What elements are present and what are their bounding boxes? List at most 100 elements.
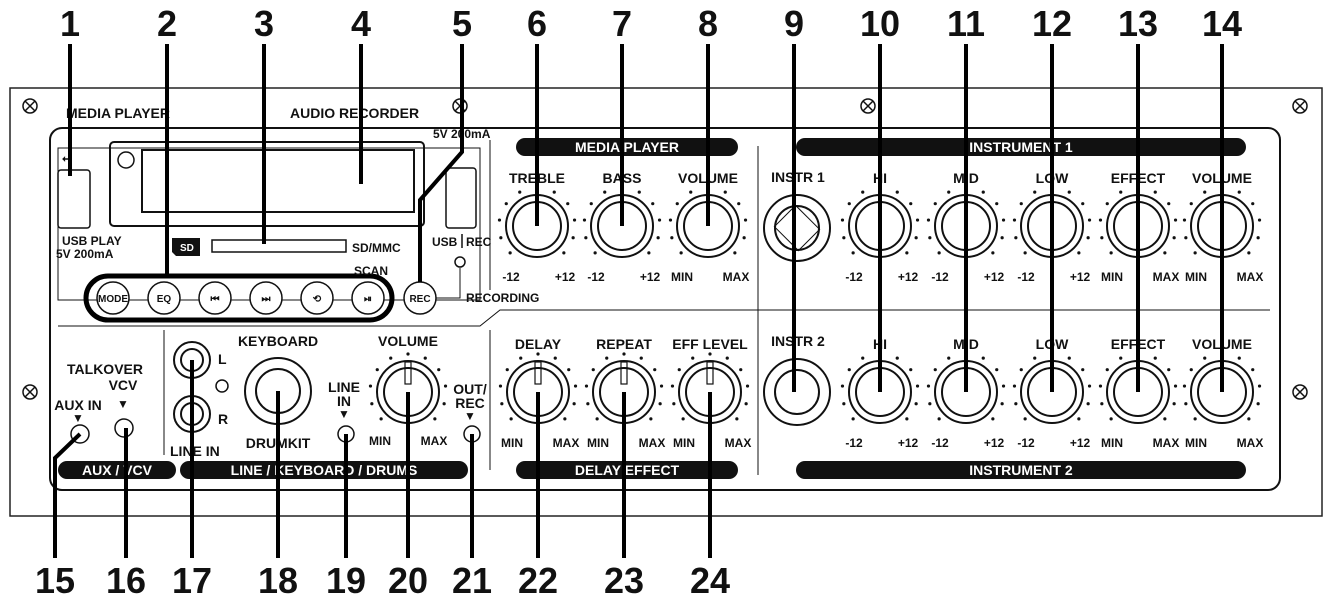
bass-max-label: +12: [640, 270, 661, 284]
instr1-effect-min-label: MIN: [1101, 270, 1123, 284]
talkover-label: TALKOVER: [67, 361, 143, 377]
callout-number: 15: [35, 560, 75, 600]
instr1-mid-min-label: -12: [931, 270, 949, 284]
callout-number: 7: [612, 3, 632, 44]
instr2-low-max-label: +12: [1070, 436, 1091, 450]
l-label: L: [218, 351, 227, 367]
screw-icon: [1292, 98, 1308, 114]
chassis-outline: [9, 87, 1323, 517]
line-banner: [180, 461, 468, 479]
repeat-max-label: MAX: [639, 436, 666, 450]
instr2-low-min-label: -12: [1017, 436, 1035, 450]
audio-recorder-title: AUDIO RECORDER: [290, 105, 419, 121]
instr1-effect-max-label: MAX: [1153, 270, 1180, 284]
repeat-min-label: MIN: [587, 436, 609, 450]
instr2-effect-max-label: MAX: [1153, 436, 1180, 450]
instrument1-banner-label: INSTRUMENT 1: [969, 139, 1073, 155]
instr2-mid-min-label: -12: [931, 436, 949, 450]
rec-button[interactable]: REC: [403, 281, 437, 315]
ir-sensor: [117, 151, 135, 169]
bass-min-label: -12: [587, 270, 605, 284]
module-frame: [57, 147, 481, 301]
rec-button-label: REC: [409, 294, 430, 305]
delay-label: DELAY: [515, 336, 562, 352]
arrow-down-icon: ▼: [464, 409, 476, 423]
eff-level-max-label: MAX: [725, 436, 752, 450]
transport-button-group: [83, 273, 395, 323]
sd-logo-icon: [172, 238, 200, 256]
callout-number: 21: [452, 560, 492, 600]
delay-banner: [516, 461, 738, 479]
callout-number: 23: [604, 560, 644, 600]
prev-button[interactable]: ⏮: [198, 281, 232, 315]
eq-button-label: EQ: [157, 294, 172, 305]
instr2-label: INSTR 2: [771, 333, 825, 349]
callout-number: 8: [698, 3, 718, 44]
out-rec-label: OUT/: [453, 381, 487, 397]
mode-button[interactable]: MODE: [96, 281, 130, 315]
usb-play-port[interactable]: [57, 169, 91, 229]
line-volume-min: MIN: [369, 434, 391, 448]
callout-number: 3: [254, 3, 274, 44]
usb-play-power: 5V 200mA: [56, 247, 114, 261]
callout-number: 18: [258, 560, 298, 600]
line-in-label: LINE IN: [170, 443, 220, 459]
r-label: R: [218, 411, 228, 427]
line-banner-label: LINE / KEYBOARD / DRUMS: [231, 462, 418, 478]
usb-label: USB: [432, 235, 458, 249]
scan-label: SCAN: [354, 264, 388, 278]
screw-icon: [860, 98, 876, 114]
instrument1-banner: [796, 138, 1246, 156]
out-rec-label-2: REC: [455, 395, 485, 411]
callout-number: 4: [351, 3, 371, 44]
callout-number: 1: [60, 3, 80, 44]
mode-button-label: MODE: [98, 294, 128, 305]
callout-number: 12: [1032, 3, 1072, 44]
instr2-hi-min-label: -12: [845, 436, 863, 450]
next-icon: ⏭: [262, 294, 271, 305]
callout-number: 14: [1202, 3, 1242, 44]
instr1-jack[interactable]: [763, 194, 831, 262]
callout-number: 10: [860, 3, 900, 44]
line-led: [215, 379, 229, 393]
instr1-hi-max-label: +12: [898, 270, 919, 284]
repeat-button[interactable]: ⟲: [300, 281, 334, 315]
screw-icon: [22, 98, 38, 114]
instr1-low-min-label: -12: [1017, 270, 1035, 284]
screw-icon: [22, 384, 38, 400]
instr2-hi-max-label: +12: [898, 436, 919, 450]
next-button[interactable]: ⏭: [249, 281, 283, 315]
usb-rec-port[interactable]: [445, 167, 477, 229]
callout-number: 5: [452, 3, 472, 44]
instr1-volume-max-label: MAX: [1237, 270, 1264, 284]
delay-min-label: MIN: [501, 436, 523, 450]
divider-line: [58, 309, 1270, 327]
instr2-jack[interactable]: [763, 358, 831, 426]
line-volume-label: VOLUME: [378, 333, 438, 349]
line-in-led-label-2: IN: [337, 393, 351, 409]
instr2-mid-max-label: +12: [984, 436, 1005, 450]
keyboard-label: KEYBOARD: [238, 333, 318, 349]
media-volume-max-label: MAX: [723, 270, 750, 284]
treble-max-label: +12: [555, 270, 576, 284]
instr1-volume-min-label: MIN: [1185, 270, 1207, 284]
sd-mmc-label: SD/MMC: [352, 241, 401, 255]
callout-number: 20: [388, 560, 428, 600]
instr1-label: INSTR 1: [771, 169, 825, 185]
aux-banner-label: AUX / VCV: [82, 462, 153, 478]
sd-slot[interactable]: [211, 239, 347, 253]
media-volume-min-label: MIN: [671, 270, 693, 284]
line-volume-max: MAX: [421, 434, 448, 448]
eq-button[interactable]: EQ: [147, 281, 181, 315]
callout-number: 22: [518, 560, 558, 600]
arrow-down-icon: ▼: [338, 407, 350, 421]
usb-play-label: USB PLAY: [62, 234, 122, 248]
play-pause-button[interactable]: ⏯: [351, 281, 385, 315]
instr1-low-max-label: +12: [1070, 270, 1091, 284]
recording-label: RECORDING: [466, 291, 539, 305]
callout-number: 17: [172, 560, 212, 600]
callout-lines: [53, 44, 1224, 558]
callout-number: 9: [784, 3, 804, 44]
arrow-down-icon: ▼: [117, 397, 129, 411]
